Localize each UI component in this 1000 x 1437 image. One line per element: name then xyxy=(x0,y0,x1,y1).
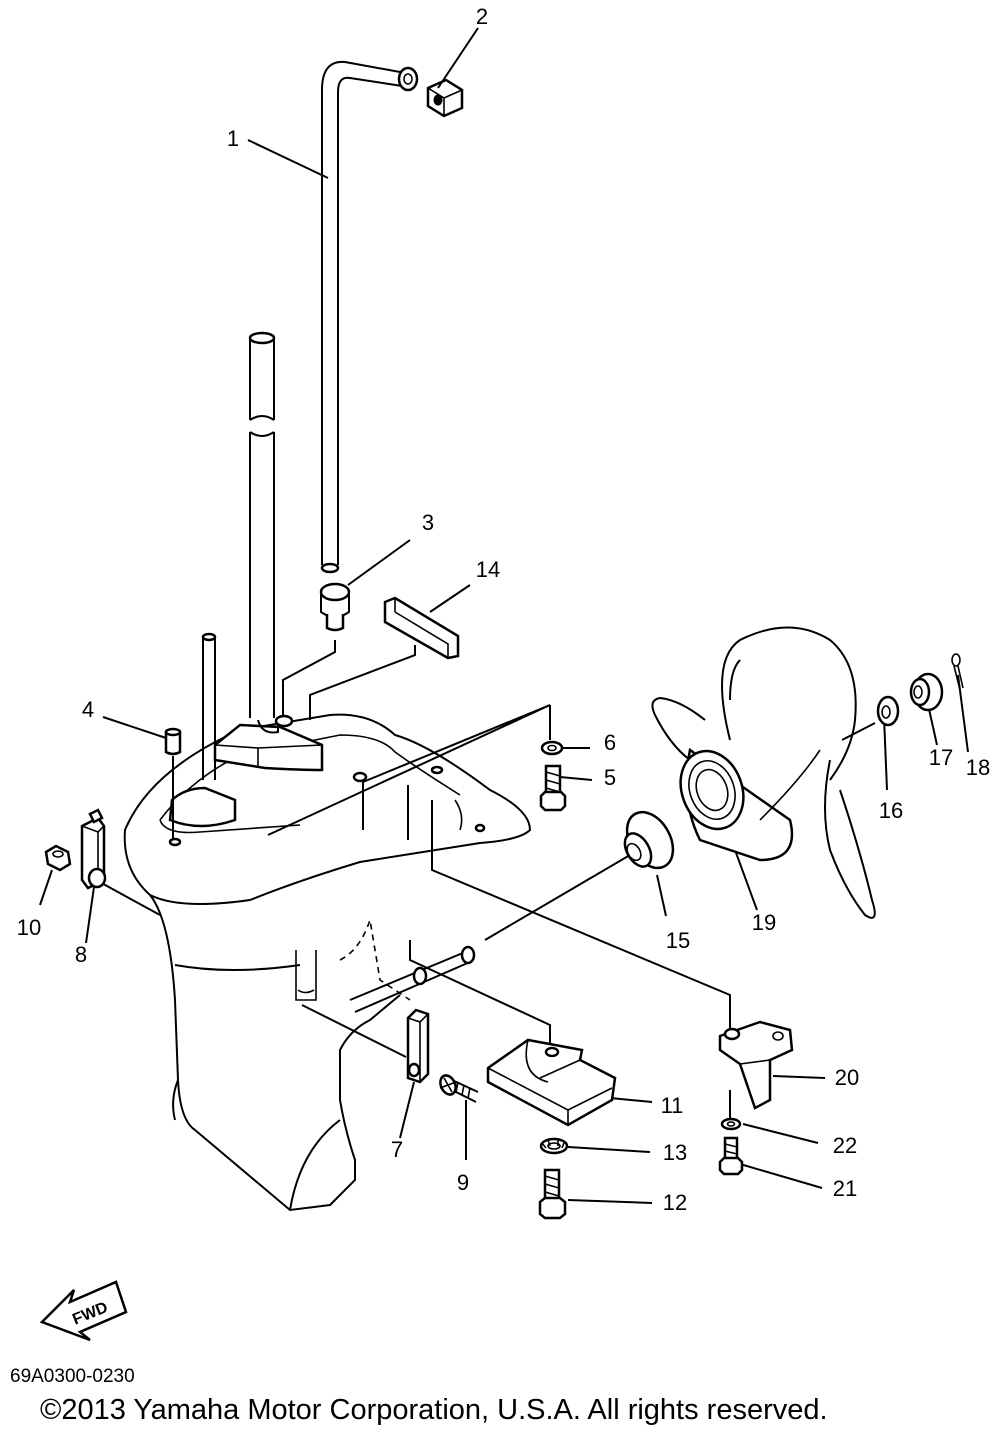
callout-20: 20 xyxy=(835,1065,859,1090)
part-anode-11 xyxy=(486,1038,617,1127)
callout-4: 4 xyxy=(82,697,94,722)
part-propeller-19 xyxy=(651,626,876,919)
callout-5: 5 xyxy=(604,765,616,790)
part-washer-22 xyxy=(720,1117,742,1131)
part-water-tube xyxy=(320,60,419,574)
part-shift-rod xyxy=(201,632,217,780)
callout-16: 16 xyxy=(879,798,903,823)
callout-9: 9 xyxy=(457,1170,469,1195)
part-screw-9 xyxy=(439,1074,479,1103)
callout-21: 21 xyxy=(833,1176,857,1201)
callout-17: 17 xyxy=(929,745,953,770)
callout-8: 8 xyxy=(75,942,87,967)
leader-lines xyxy=(39,27,969,1204)
callout-12: 12 xyxy=(663,1190,687,1215)
callout-18: 18 xyxy=(966,755,990,780)
callout-19: 19 xyxy=(752,910,776,935)
callout-7: 7 xyxy=(391,1137,403,1162)
part-trim-tab-20 xyxy=(718,1020,794,1110)
part-spacer-15 xyxy=(623,810,675,870)
callout-22: 22 xyxy=(833,1133,857,1158)
part-prop-nut-17 xyxy=(909,672,944,712)
callout-13: 13 xyxy=(663,1140,687,1165)
callout-1: 1 xyxy=(227,126,239,151)
part-nut-10 xyxy=(44,844,72,872)
callout-10: 10 xyxy=(17,915,41,940)
fwd-arrow-icon: FWD xyxy=(39,1280,128,1342)
part-clip-8 xyxy=(80,808,107,890)
callout-14: 14 xyxy=(476,557,500,582)
part-seal xyxy=(319,582,351,632)
part-drive-shaft xyxy=(248,331,276,718)
part-dowel-pin xyxy=(164,727,182,756)
part-bolt-21 xyxy=(718,1136,744,1176)
part-lower-casing xyxy=(123,713,532,1212)
part-washer-16 xyxy=(876,695,900,727)
callout-2: 2 xyxy=(476,4,488,29)
part-plate xyxy=(383,596,460,660)
part-lock-washer-13 xyxy=(539,1137,569,1155)
part-washer-6 xyxy=(540,740,564,756)
part-cotter-pin-18 xyxy=(951,653,964,691)
part-bolt-5 xyxy=(539,764,567,812)
part-grommet xyxy=(426,78,464,118)
part-bracket-7 xyxy=(406,1008,430,1084)
callout-15: 15 xyxy=(666,928,690,953)
callout-numbers: 1 2 3 4 5 6 7 8 9 10 11 12 13 14 15 16 1… xyxy=(17,4,990,1215)
callout-3: 3 xyxy=(422,510,434,535)
callout-6: 6 xyxy=(604,730,616,755)
diagram-code: 69A0300-0230 xyxy=(10,1366,135,1387)
callout-11: 11 xyxy=(661,1093,684,1118)
part-bolt-12 xyxy=(538,1168,567,1220)
copyright-notice: ©2013 Yamaha Motor Corporation, U.S.A. A… xyxy=(40,1394,828,1426)
